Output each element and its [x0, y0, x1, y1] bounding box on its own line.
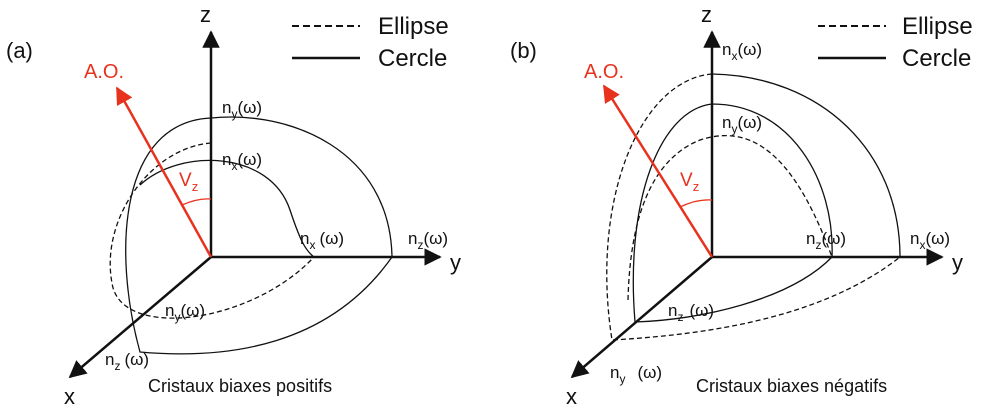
panel-b-y-outer-label: nx(ω)	[910, 229, 950, 252]
panel-a-y-outer-label: nz(ω)	[408, 229, 448, 252]
panel-a-x-inner-label: ny(ω)	[165, 301, 205, 324]
panel-a-x-axis	[68, 256, 212, 379]
panel-b-x-outer-label: ny(ω)	[610, 363, 662, 386]
panel-b-x-inner-label: nz(ω)	[668, 301, 714, 324]
panel-a: (a) z y x A.O. Vz ny(ω) nx(ω) nx(ω) nz(ω…	[6, 2, 461, 409]
panel-b-outer-circle	[711, 73, 901, 258]
panel-a-legend-ellipse: Ellipse	[378, 13, 449, 40]
panel-b: (b) z y x A.O. Vz nx(ω) ny(ω) nz(ω) nx(ω…	[510, 2, 963, 409]
panel-a-angle-arc	[181, 198, 212, 206]
panel-a-legend-circle: Cercle	[378, 45, 447, 72]
panel-b-tag: (b)	[510, 38, 537, 63]
panel-b-optic-axis	[602, 84, 714, 258]
panel-b-y-inner-label: nz(ω)	[806, 229, 846, 252]
panel-a-z-label: z	[200, 2, 211, 27]
panel-b-angle-arc	[679, 199, 713, 208]
panel-b-z-label: z	[701, 2, 712, 27]
panel-b-y-label: y	[952, 250, 963, 275]
panel-a-legend: Ellipse Cercle	[292, 13, 449, 72]
panel-a-angle-label: Vz	[179, 170, 198, 194]
panel-a-z-inner-label: nx(ω)	[222, 150, 262, 173]
panel-a-caption: Cristaux biaxes positifs	[148, 376, 332, 396]
panel-a-optic-axis-label: A.O.	[84, 61, 124, 83]
panel-b-ellipse	[606, 73, 901, 341]
panel-b-legend: Ellipse Cercle	[818, 13, 973, 72]
panel-a-x-label: x	[64, 384, 75, 409]
panel-b-caption: Cristaux biaxes négatifs	[696, 376, 887, 396]
panel-b-z-outer-label: nx(ω)	[722, 40, 762, 63]
panel-a-x-outer-label: nz(ω)	[105, 350, 149, 373]
panel-b-legend-ellipse: Ellipse	[902, 13, 973, 40]
panel-b-legend-circle: Cercle	[902, 45, 971, 72]
panel-a-y-inner-label: nx(ω)	[300, 229, 344, 252]
panel-a-tag: (a)	[6, 38, 33, 63]
panel-a-optic-axis	[115, 86, 213, 258]
panel-a-z-outer-label: ny(ω)	[222, 98, 262, 121]
panel-b-z-inner-label: ny(ω)	[722, 113, 762, 136]
panel-b-optic-axis-label: A.O.	[584, 61, 624, 83]
panel-b-angle-label: Vz	[680, 170, 699, 194]
panel-b-x-label: x	[566, 384, 577, 409]
panel-a-y-label: y	[450, 250, 461, 275]
panel-b-inner-ellipse	[627, 135, 833, 301]
panel-b-x-axis	[570, 256, 713, 379]
panel-a-inner-circle	[139, 159, 315, 258]
panel-b-inner-circle	[632, 103, 833, 323]
